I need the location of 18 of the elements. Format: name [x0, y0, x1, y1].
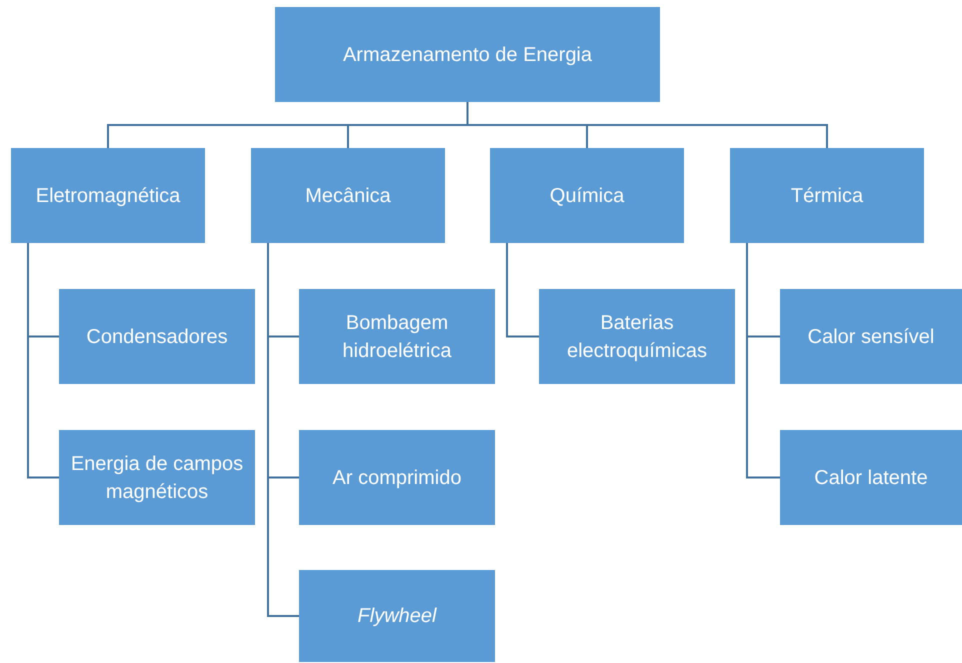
category-box: Flywheel [299, 570, 495, 662]
connector-line [267, 243, 299, 617]
category-box: Energia de campos magnéticos [59, 430, 255, 525]
category-box: Bombagem hidroelétrica [299, 289, 495, 384]
category-box: Armazenamento de Energia [275, 7, 660, 102]
category-box: Calor sensível [780, 289, 962, 384]
category-box: Química [490, 148, 684, 243]
connector-line [466, 102, 828, 148]
connector-line [506, 243, 539, 338]
category-box: Térmica [730, 148, 924, 243]
category-box: Condensadores [59, 289, 255, 384]
connector-line [27, 243, 59, 478]
category-box: Eletromagnética [11, 148, 205, 243]
category-box: Ar comprimido [299, 430, 495, 525]
category-box: Baterias electroquímicas [539, 289, 735, 384]
connector-line [746, 243, 780, 478]
category-box: Mecânica [251, 148, 445, 243]
category-box: Calor latente [780, 430, 962, 525]
